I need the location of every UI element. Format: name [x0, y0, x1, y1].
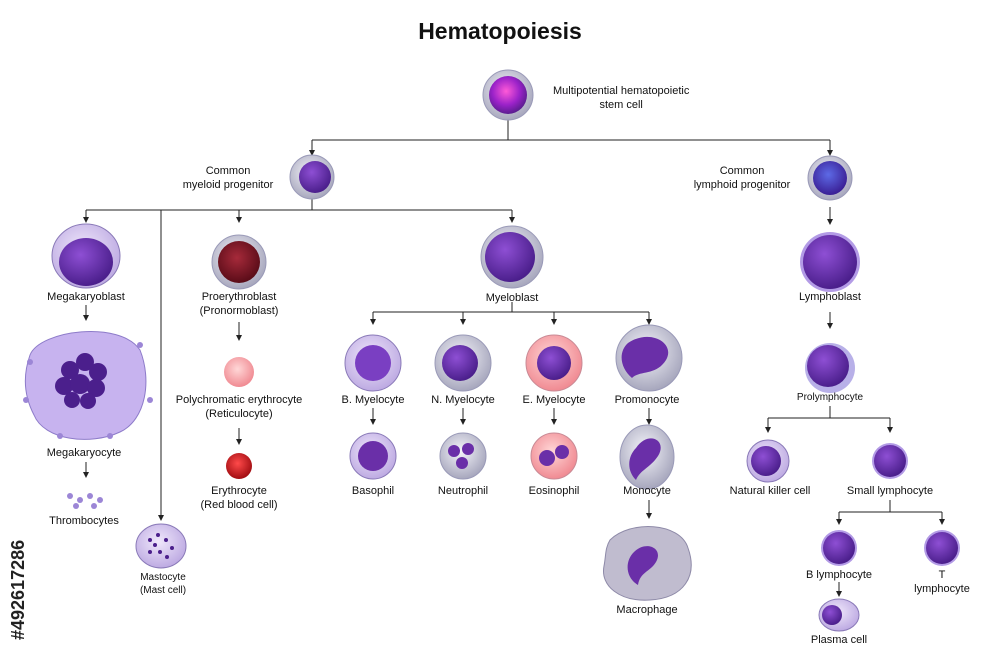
label-prolymphocyte: Prolymphocyte: [796, 392, 864, 403]
label-n-myelocyte: N. Myelocyte: [431, 394, 495, 406]
label-plasma-cell: Plasma cell: [810, 634, 868, 646]
diagram-title: Hematopoiesis: [418, 18, 582, 44]
label-promonocyte: Promonocyte: [614, 394, 680, 406]
label-polychromatic-erythrocyte: Polychromatic erythrocyte (Reticulocyte): [175, 394, 303, 420]
label-eosinophil: Eosinophil: [528, 485, 580, 497]
label-stem-cell: Multipotential hematopoietic stem cell: [553, 85, 690, 111]
label-neutrophil: Neutrophil: [437, 485, 489, 497]
stock-image-id: #492617286: [8, 539, 28, 640]
label-macrophage: Macrophage: [616, 604, 678, 616]
cell-illustrations: [23, 69, 960, 632]
label-nk-cell: Natural killer cell: [729, 485, 811, 497]
label-monocyte: Monocyte: [623, 485, 671, 497]
label-mastocyte: Mastocyte (Mast cell): [139, 572, 187, 596]
label-myeloblast: Myeloblast: [485, 292, 539, 304]
label-proerythroblast: Proerythroblast (Pronormoblast): [199, 291, 279, 317]
label-erythrocyte: Erythrocyte (Red blood cell): [200, 485, 278, 511]
label-t-lymphocyte: T lymphocyte: [914, 569, 970, 595]
label-b-lymphocyte: B lymphocyte: [805, 569, 873, 581]
label-b-myelocyte: B. Myelocyte: [341, 394, 405, 406]
label-small-lymphocyte: Small lymphocyte: [846, 485, 934, 497]
label-megakaryocyte: Megakaryocyte: [46, 447, 122, 459]
label-lymphoid-progenitor: Common lymphoid progenitor: [693, 165, 791, 191]
label-myeloid-progenitor: Common myeloid progenitor: [182, 165, 274, 191]
label-thrombocytes: Thrombocytes: [49, 515, 119, 527]
label-lymphoblast: Lymphoblast: [799, 291, 861, 303]
label-e-myelocyte: E. Myelocyte: [522, 394, 586, 406]
label-basophil: Basophil: [351, 485, 395, 497]
label-megakaryoblast: Megakaryoblast: [47, 291, 125, 303]
